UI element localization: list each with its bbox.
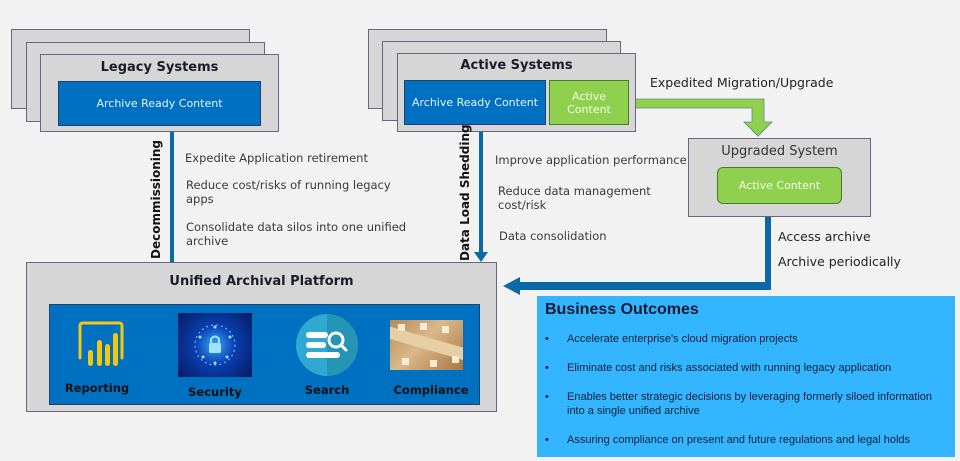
data-load-shedding-label: Data Load Shedding [458, 124, 472, 261]
active-benefit: Data consolidation [499, 229, 607, 243]
outcome-text: Assuring compliance on present and futur… [567, 434, 911, 446]
outcome-text: Accelerate enterprise's cloud migration … [567, 333, 798, 345]
outcome-text: Eliminate cost and risks associated with… [567, 362, 892, 374]
feature-security-label: Security [188, 385, 242, 399]
search-icon [296, 314, 358, 376]
outcome-item: • Accelerate enterprise's cloud migratio… [545, 332, 947, 346]
outcome-item: • Enables better strategic decisions by … [545, 390, 947, 418]
archive-return-arrow [503, 216, 771, 295]
data-load-shedding-arrow [479, 127, 483, 255]
action-archive-periodically: Archive periodically [778, 254, 901, 269]
padlock-icon [178, 313, 252, 377]
bullet-icon: • [545, 362, 549, 374]
migration-label: Expedited Migration/Upgrade [650, 75, 834, 90]
action-access-archive: Access archive [778, 229, 871, 244]
outcome-text: Enables better strategic decisions by le… [567, 391, 933, 417]
data-load-shedding-arrowhead [474, 252, 488, 262]
decommissioning-arrow [170, 127, 174, 263]
migration-arrow [629, 98, 773, 137]
active-benefit: Improve application performance [495, 153, 687, 167]
bullet-icon: • [545, 333, 549, 345]
feature-reporting-label: Reporting [64, 381, 130, 395]
legacy-systems-title: Legacy Systems [100, 60, 219, 75]
active-archive-ready-content: Archive Ready Content [404, 80, 546, 125]
business-outcomes-title: Business Outcomes [545, 301, 699, 318]
outcome-item: • Assuring compliance on present and fut… [545, 433, 947, 447]
legacy-benefit: Consolidate data silos into one unified … [186, 220, 407, 248]
feature-compliance-label: Compliance [393, 383, 469, 397]
active-benefit: Reduce data management cost/risk [498, 184, 651, 212]
legacy-benefit: Reduce cost/risks of running legacy apps [186, 178, 391, 206]
active-content-box: Active Content [549, 80, 629, 125]
platform-features-panel: Reporting Security Search Compliance [49, 304, 480, 405]
business-outcomes-panel: Business Outcomes • Accelerate enterpris… [537, 296, 955, 457]
platform-title: Unified Archival Platform [169, 274, 354, 289]
upgraded-active-content: Active Content [717, 167, 842, 204]
decommissioning-label: Decommissioning [149, 139, 163, 259]
compliance-tiles-icon [390, 320, 463, 370]
feature-search-label: Search [304, 383, 350, 397]
legacy-benefit: Expedite Application retirement [185, 151, 368, 165]
bullet-icon: • [545, 391, 549, 403]
upgraded-system-title: Upgraded System [721, 144, 838, 159]
active-systems-title: Active Systems [460, 58, 573, 73]
bullet-icon: • [545, 434, 549, 446]
legacy-archive-ready-content: Archive Ready Content [58, 81, 261, 126]
outcome-item: • Eliminate cost and risks associated wi… [545, 361, 947, 375]
bar-chart-icon [78, 321, 124, 366]
active-content-label: Active Content [567, 89, 611, 116]
